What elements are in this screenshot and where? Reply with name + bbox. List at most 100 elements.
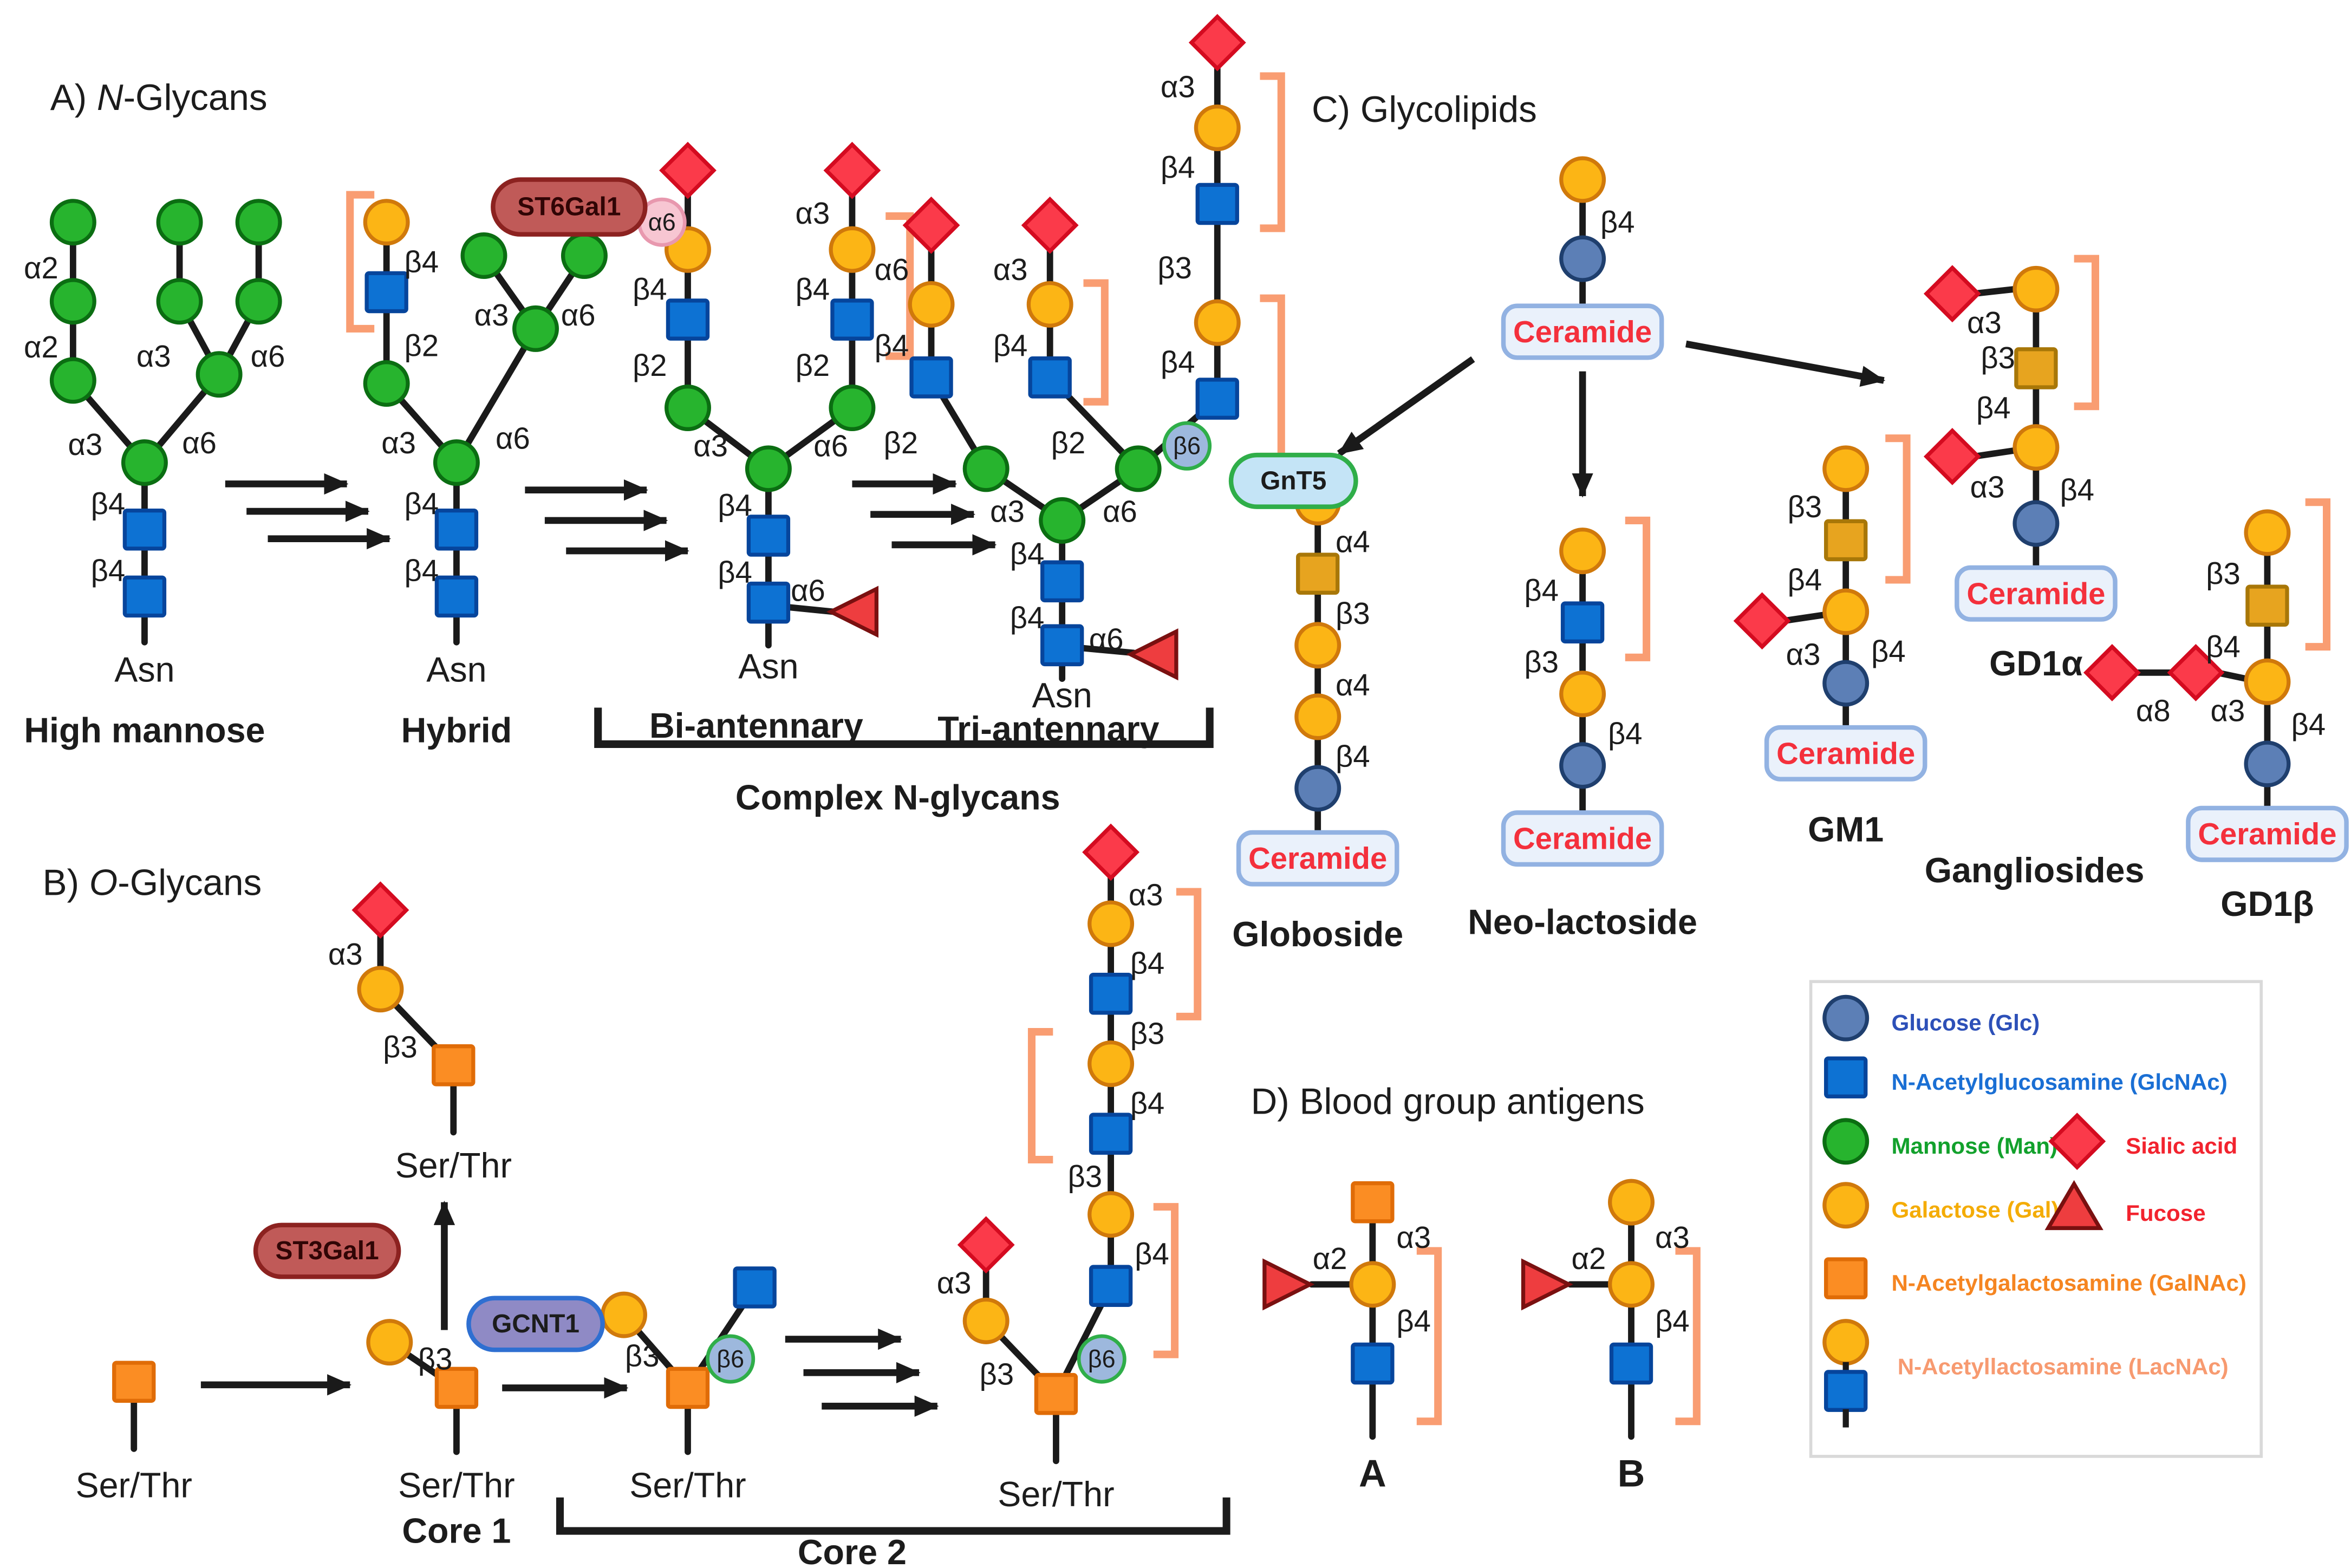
linkage-label: β3 — [980, 1357, 1014, 1391]
galnac-icon — [666, 1367, 710, 1409]
glcnac-icon — [1089, 1112, 1133, 1155]
galactose-icon — [908, 281, 955, 328]
linkage-label: α3 — [796, 196, 830, 230]
structure-name: GD1α — [1989, 644, 2083, 683]
galnac-icon — [1351, 1181, 1395, 1224]
ceramide-box — [2186, 805, 2349, 862]
linkage-label: α6 — [1103, 495, 1137, 529]
galactose-icon — [1194, 299, 1241, 346]
linkage-label: α3 — [381, 426, 416, 460]
linkage-label: α3 — [1129, 878, 1163, 912]
sialic-acid-icon — [1021, 196, 1079, 254]
galactose-icon — [1294, 622, 1341, 669]
reaction-arrow — [1685, 340, 1886, 387]
ceramide-box — [1764, 725, 1927, 782]
linkage-label: β4 — [2206, 630, 2241, 664]
linkage-label: Asn — [426, 650, 486, 689]
linkage-label: β4 — [1010, 537, 1045, 571]
linkage-label: β4 — [1135, 1237, 1169, 1271]
enzyme-st3gal1 — [253, 1222, 401, 1279]
linkage-label: Ser/Thr — [395, 1146, 512, 1185]
linkage-label: α2 — [1571, 1241, 1606, 1276]
beta6-badge — [1077, 1334, 1126, 1384]
linkage-label: α6 — [813, 429, 848, 463]
lacnac-bracket — [1675, 1247, 1701, 1426]
structure-name: A — [1359, 1452, 1386, 1494]
sialic-acid-icon — [902, 196, 960, 254]
linkage-label: β3 — [625, 1339, 660, 1373]
enzyme-gnt5-label: GnT5 — [1260, 466, 1326, 495]
galnac-icon — [112, 1361, 156, 1403]
linkage-label: α4 — [1336, 525, 1370, 559]
lacnac-bracket — [1885, 434, 1911, 584]
galactose-icon — [357, 966, 404, 1013]
structure-name: GM1 — [1808, 810, 1884, 849]
galnac-icon — [434, 1367, 479, 1409]
legend-label: N-Acetyllactosamine (LacNAc) — [1898, 1354, 2229, 1380]
glcnac-icon — [434, 509, 479, 551]
glucose-icon — [2013, 500, 2060, 547]
linkage-label: β4 — [1524, 574, 1559, 608]
sialic-acid-icon — [2167, 643, 2225, 701]
structure-name: Tri-antennary — [937, 710, 1159, 749]
fucose-icon — [1126, 628, 1178, 681]
glcnac-icon — [830, 298, 874, 341]
linkage-label: β4 — [1608, 717, 1643, 751]
ceramide-box — [1501, 303, 1664, 360]
sialic-acid-icon — [1923, 427, 1981, 485]
legend-label: Sialic acid — [2126, 1133, 2237, 1159]
sialic-acid-icon — [351, 881, 409, 939]
glcnac-icon — [1351, 1342, 1395, 1385]
linkage-label: β3 — [1336, 596, 1370, 630]
galactose-icon — [1087, 900, 1135, 947]
galactose-icon — [363, 199, 410, 246]
core2-bracket — [556, 1497, 1230, 1535]
linkage-label: Asn — [738, 647, 798, 686]
galactose-icon — [1822, 1182, 1870, 1229]
lacnac-bracket — [1416, 1247, 1442, 1426]
linkage-label: α6 — [561, 298, 596, 332]
glcnac-icon — [1195, 378, 1239, 420]
linkage-label: β4 — [1161, 345, 1195, 379]
galactose-icon — [1559, 156, 1606, 203]
galactose-icon — [1822, 588, 1870, 635]
glycosidic-link — [1780, 611, 1828, 624]
sialic-acid-icon — [1733, 592, 1791, 650]
beta6-badge-label: β6 — [1088, 1345, 1116, 1373]
glucose-icon — [1559, 235, 1606, 282]
legend-label: Galactose (Gal) — [1891, 1197, 2059, 1222]
linkage-label: β4 — [1010, 601, 1045, 635]
legend-label: Fucose — [2126, 1200, 2205, 1226]
structure-name: Complex N-glycans — [735, 778, 1060, 817]
fucose-icon — [826, 585, 879, 638]
beta6-badge — [1162, 421, 1212, 471]
mannose-icon — [460, 232, 507, 279]
linkage-label: β4 — [91, 554, 126, 588]
mannose-icon — [561, 232, 608, 279]
mannose-icon — [363, 360, 410, 407]
linkage-label: β4 — [1396, 1304, 1431, 1338]
linkage-label: β4 — [1161, 151, 1195, 185]
enzyme-gcnt1 — [466, 1296, 605, 1352]
linkage-label: α2 — [24, 330, 58, 364]
lacnac-bracket — [346, 191, 375, 333]
glucose-icon — [1559, 742, 1606, 789]
mannose-icon — [829, 385, 876, 431]
glcnac-icon — [1560, 601, 1605, 643]
enzyme-st6gal1 — [491, 177, 648, 237]
ceramide-label: Ceramide — [2198, 817, 2336, 851]
glcnac-icon — [1824, 1370, 1868, 1412]
galactose-icon — [1349, 1261, 1396, 1308]
linkage-label: α3 — [1655, 1220, 1690, 1254]
galnac-gold-icon — [2014, 347, 2058, 389]
galnac-icon — [1034, 1372, 1078, 1415]
legend-label: N-Acetylglucosamine (GlcNAc) — [1891, 1069, 2227, 1095]
enzyme-st6gal1-label: ST6Gal1 — [517, 193, 621, 222]
linkage-label: α2 — [24, 251, 58, 285]
structure-name: Core 2 — [798, 1533, 907, 1567]
linkage-label: β4 — [1655, 1304, 1690, 1338]
linkage-label: α6 — [1089, 622, 1124, 656]
galactose-icon — [2244, 658, 2291, 705]
galactose-icon — [1294, 693, 1341, 740]
mannose-icon — [49, 278, 96, 325]
